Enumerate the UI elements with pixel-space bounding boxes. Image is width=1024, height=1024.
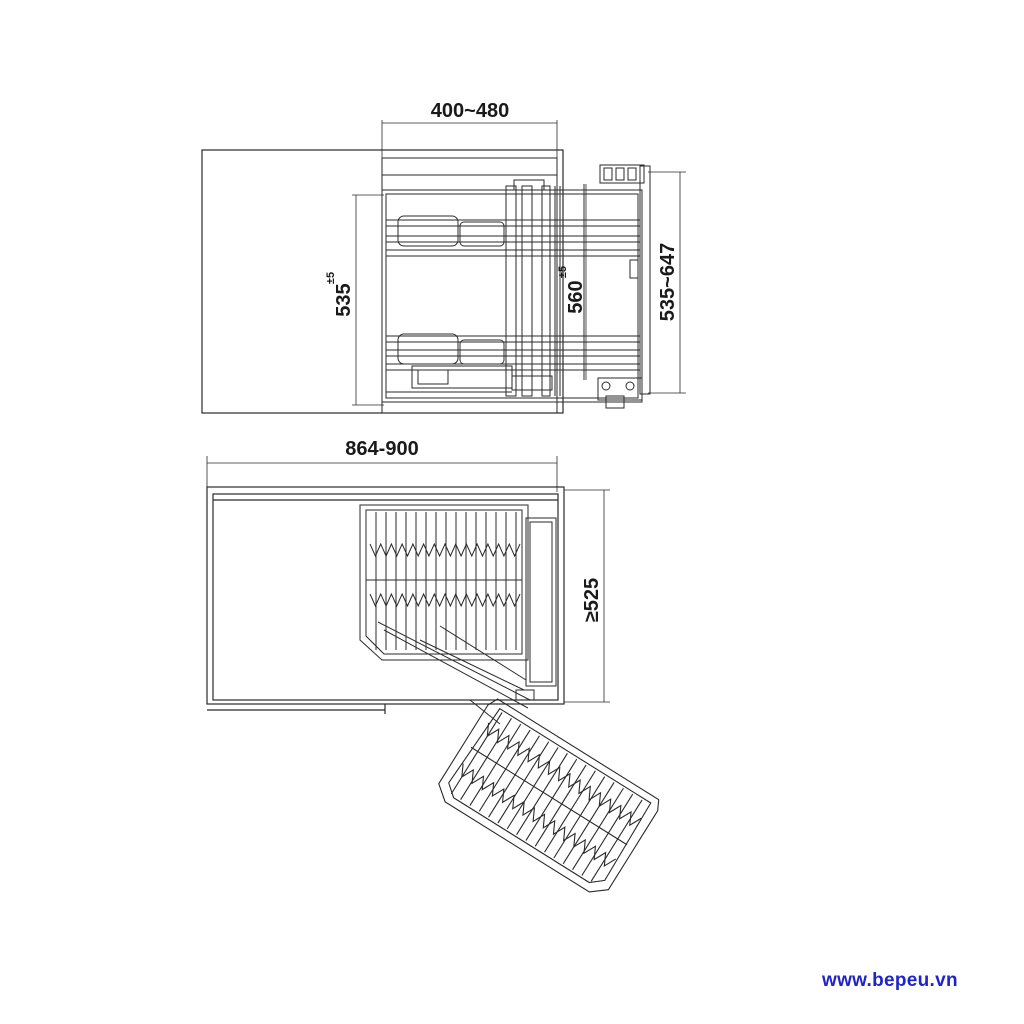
basket-wire <box>369 542 521 558</box>
basket-bar <box>460 718 512 801</box>
basket-wire <box>486 722 642 827</box>
pull-out-rack-frame <box>381 164 651 409</box>
inner-height-dimension: 560 ±5 <box>557 184 587 380</box>
depth-dimension: ≥525 <box>564 489 610 703</box>
inner-height-dim-label: 560 <box>565 280 587 313</box>
right-height-dim-label: 535~647 <box>657 243 679 321</box>
basket-bar <box>478 729 531 812</box>
depth-dim-label: ≥525 <box>581 578 603 622</box>
basket-bar <box>497 741 550 824</box>
slide-linkage <box>377 621 535 725</box>
width-dimension-bottom: 864-900 <box>206 438 558 492</box>
basket-bar <box>553 776 606 859</box>
bottom-view: 864-900 <box>206 438 660 893</box>
inner-height-tolerance: ±5 <box>557 266 569 278</box>
basket-bar <box>525 758 578 841</box>
swing-out-basket <box>438 698 660 893</box>
basket-bar <box>506 747 559 830</box>
basket-bar <box>469 723 522 806</box>
left-height-dim-label: 535 <box>333 283 355 316</box>
website-watermark: www.bepeu.vn <box>822 970 958 991</box>
left-height-dimension: 535 ±5 <box>325 194 384 406</box>
width-dim-label-bottom: 864-900 <box>345 438 418 460</box>
basket-bar <box>488 735 540 818</box>
basket-bar <box>516 752 568 835</box>
width-dimension-top: 400~480 <box>381 100 558 158</box>
basket-bar <box>572 787 624 870</box>
basket-wire <box>369 592 521 608</box>
basket-bar <box>534 764 587 847</box>
basket-bar <box>581 793 634 876</box>
basket-bar <box>590 799 643 882</box>
basket-bar <box>450 712 503 795</box>
basket-wire <box>461 763 617 867</box>
cabinet-inner-body <box>381 157 558 414</box>
basket-bar <box>562 782 615 865</box>
top-view: 400~480 535 ±5 <box>201 100 686 414</box>
inner-basket <box>359 504 557 687</box>
right-height-dimension: 535~647 <box>648 171 686 394</box>
left-height-tolerance: ±5 <box>325 272 337 284</box>
basket-bar <box>544 770 596 853</box>
corner-cabinet-outline <box>206 486 565 714</box>
width-dim-label-top: 400~480 <box>431 100 509 122</box>
